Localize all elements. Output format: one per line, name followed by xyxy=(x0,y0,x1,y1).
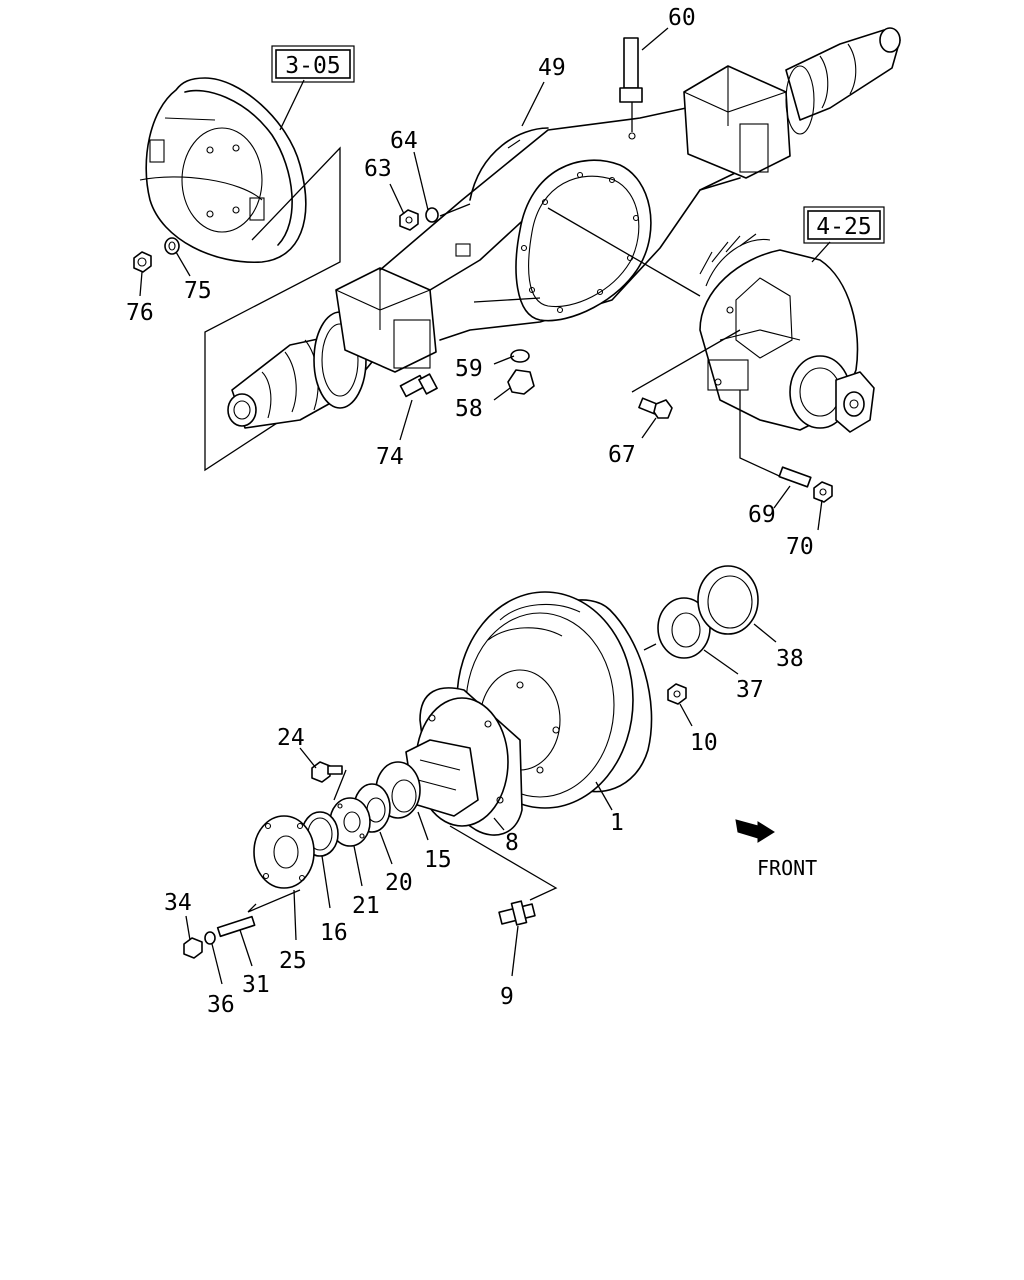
callout-8: 8 xyxy=(505,830,519,856)
callout-75: 75 xyxy=(184,278,212,304)
front-label: FRONT xyxy=(757,856,817,880)
nut-58 xyxy=(507,369,535,395)
washer-64 xyxy=(425,207,439,223)
ref-box-3-05[interactable]: 3-05 xyxy=(271,45,355,83)
nut-10 xyxy=(667,683,687,705)
callout-49: 49 xyxy=(538,55,566,81)
leader-carrier-to-housing xyxy=(547,207,701,297)
front-arrow-icon xyxy=(735,819,775,843)
callout-69: 69 xyxy=(748,502,776,528)
bolt-74 xyxy=(399,373,438,398)
washer-59 xyxy=(510,349,530,363)
callout-34: 34 xyxy=(164,890,192,916)
ref-box-4-25[interactable]: 4-25 xyxy=(803,206,885,244)
callout-37: 37 xyxy=(736,677,764,703)
hub xyxy=(405,687,523,836)
callout-70: 70 xyxy=(786,534,814,560)
nut-34 xyxy=(183,937,203,959)
group-bracket-3-05 xyxy=(204,146,387,472)
callout-16: 16 xyxy=(320,920,348,946)
stud-31 xyxy=(216,915,256,938)
seal-38 xyxy=(697,565,759,635)
lock-plate-21 xyxy=(329,797,371,847)
callout-leaders xyxy=(139,27,831,985)
callout-25: 25 xyxy=(279,948,307,974)
ref-label-4-25: 4-25 xyxy=(816,214,871,240)
nut-70 xyxy=(813,481,833,503)
callout-31: 31 xyxy=(242,972,270,998)
stud-69 xyxy=(778,466,812,488)
callout-58: 58 xyxy=(455,396,483,422)
leader-stud-31 xyxy=(247,889,301,913)
washer-75 xyxy=(164,237,180,255)
stud-9 xyxy=(498,900,536,926)
callout-74: 74 xyxy=(376,444,404,470)
callout-10: 10 xyxy=(690,730,718,756)
nut-76 xyxy=(133,251,152,273)
leader-64-housing xyxy=(439,203,471,217)
bolt-63 xyxy=(399,209,419,231)
callout-67: 67 xyxy=(608,442,636,468)
hub-cap-25 xyxy=(253,815,315,889)
bolt-67 xyxy=(638,397,673,419)
leader-housing-stud xyxy=(473,297,541,303)
ref-label-3-05: 3-05 xyxy=(285,53,340,79)
group-bracket-carrier xyxy=(631,329,789,481)
leader-hub-bearing xyxy=(643,643,657,651)
bolt-24 xyxy=(311,761,343,783)
callout-76: 76 xyxy=(126,300,154,326)
callout-38: 38 xyxy=(776,646,804,672)
callout-59: 59 xyxy=(455,356,483,382)
leader-bolt-24 xyxy=(333,769,347,801)
leader-stud-9 xyxy=(449,825,558,901)
callout-9: 9 xyxy=(500,984,514,1010)
callout-60: 60 xyxy=(668,5,696,31)
callout-20: 20 xyxy=(385,870,413,896)
callout-64: 64 xyxy=(390,128,418,154)
axle-housing xyxy=(227,27,901,429)
callout-24: 24 xyxy=(277,725,305,751)
brake-backing-plate xyxy=(139,77,307,264)
callout-63: 63 xyxy=(364,156,392,182)
washer-36 xyxy=(204,931,216,945)
differential-carrier xyxy=(699,233,875,433)
callout-1: 1 xyxy=(610,810,624,836)
callout-labels: 60 49 64 63 75 76 59 58 74 67 69 70 38 3… xyxy=(126,5,814,1018)
callout-36: 36 xyxy=(207,992,235,1018)
callout-21: 21 xyxy=(352,893,380,919)
callout-15: 15 xyxy=(424,847,452,873)
